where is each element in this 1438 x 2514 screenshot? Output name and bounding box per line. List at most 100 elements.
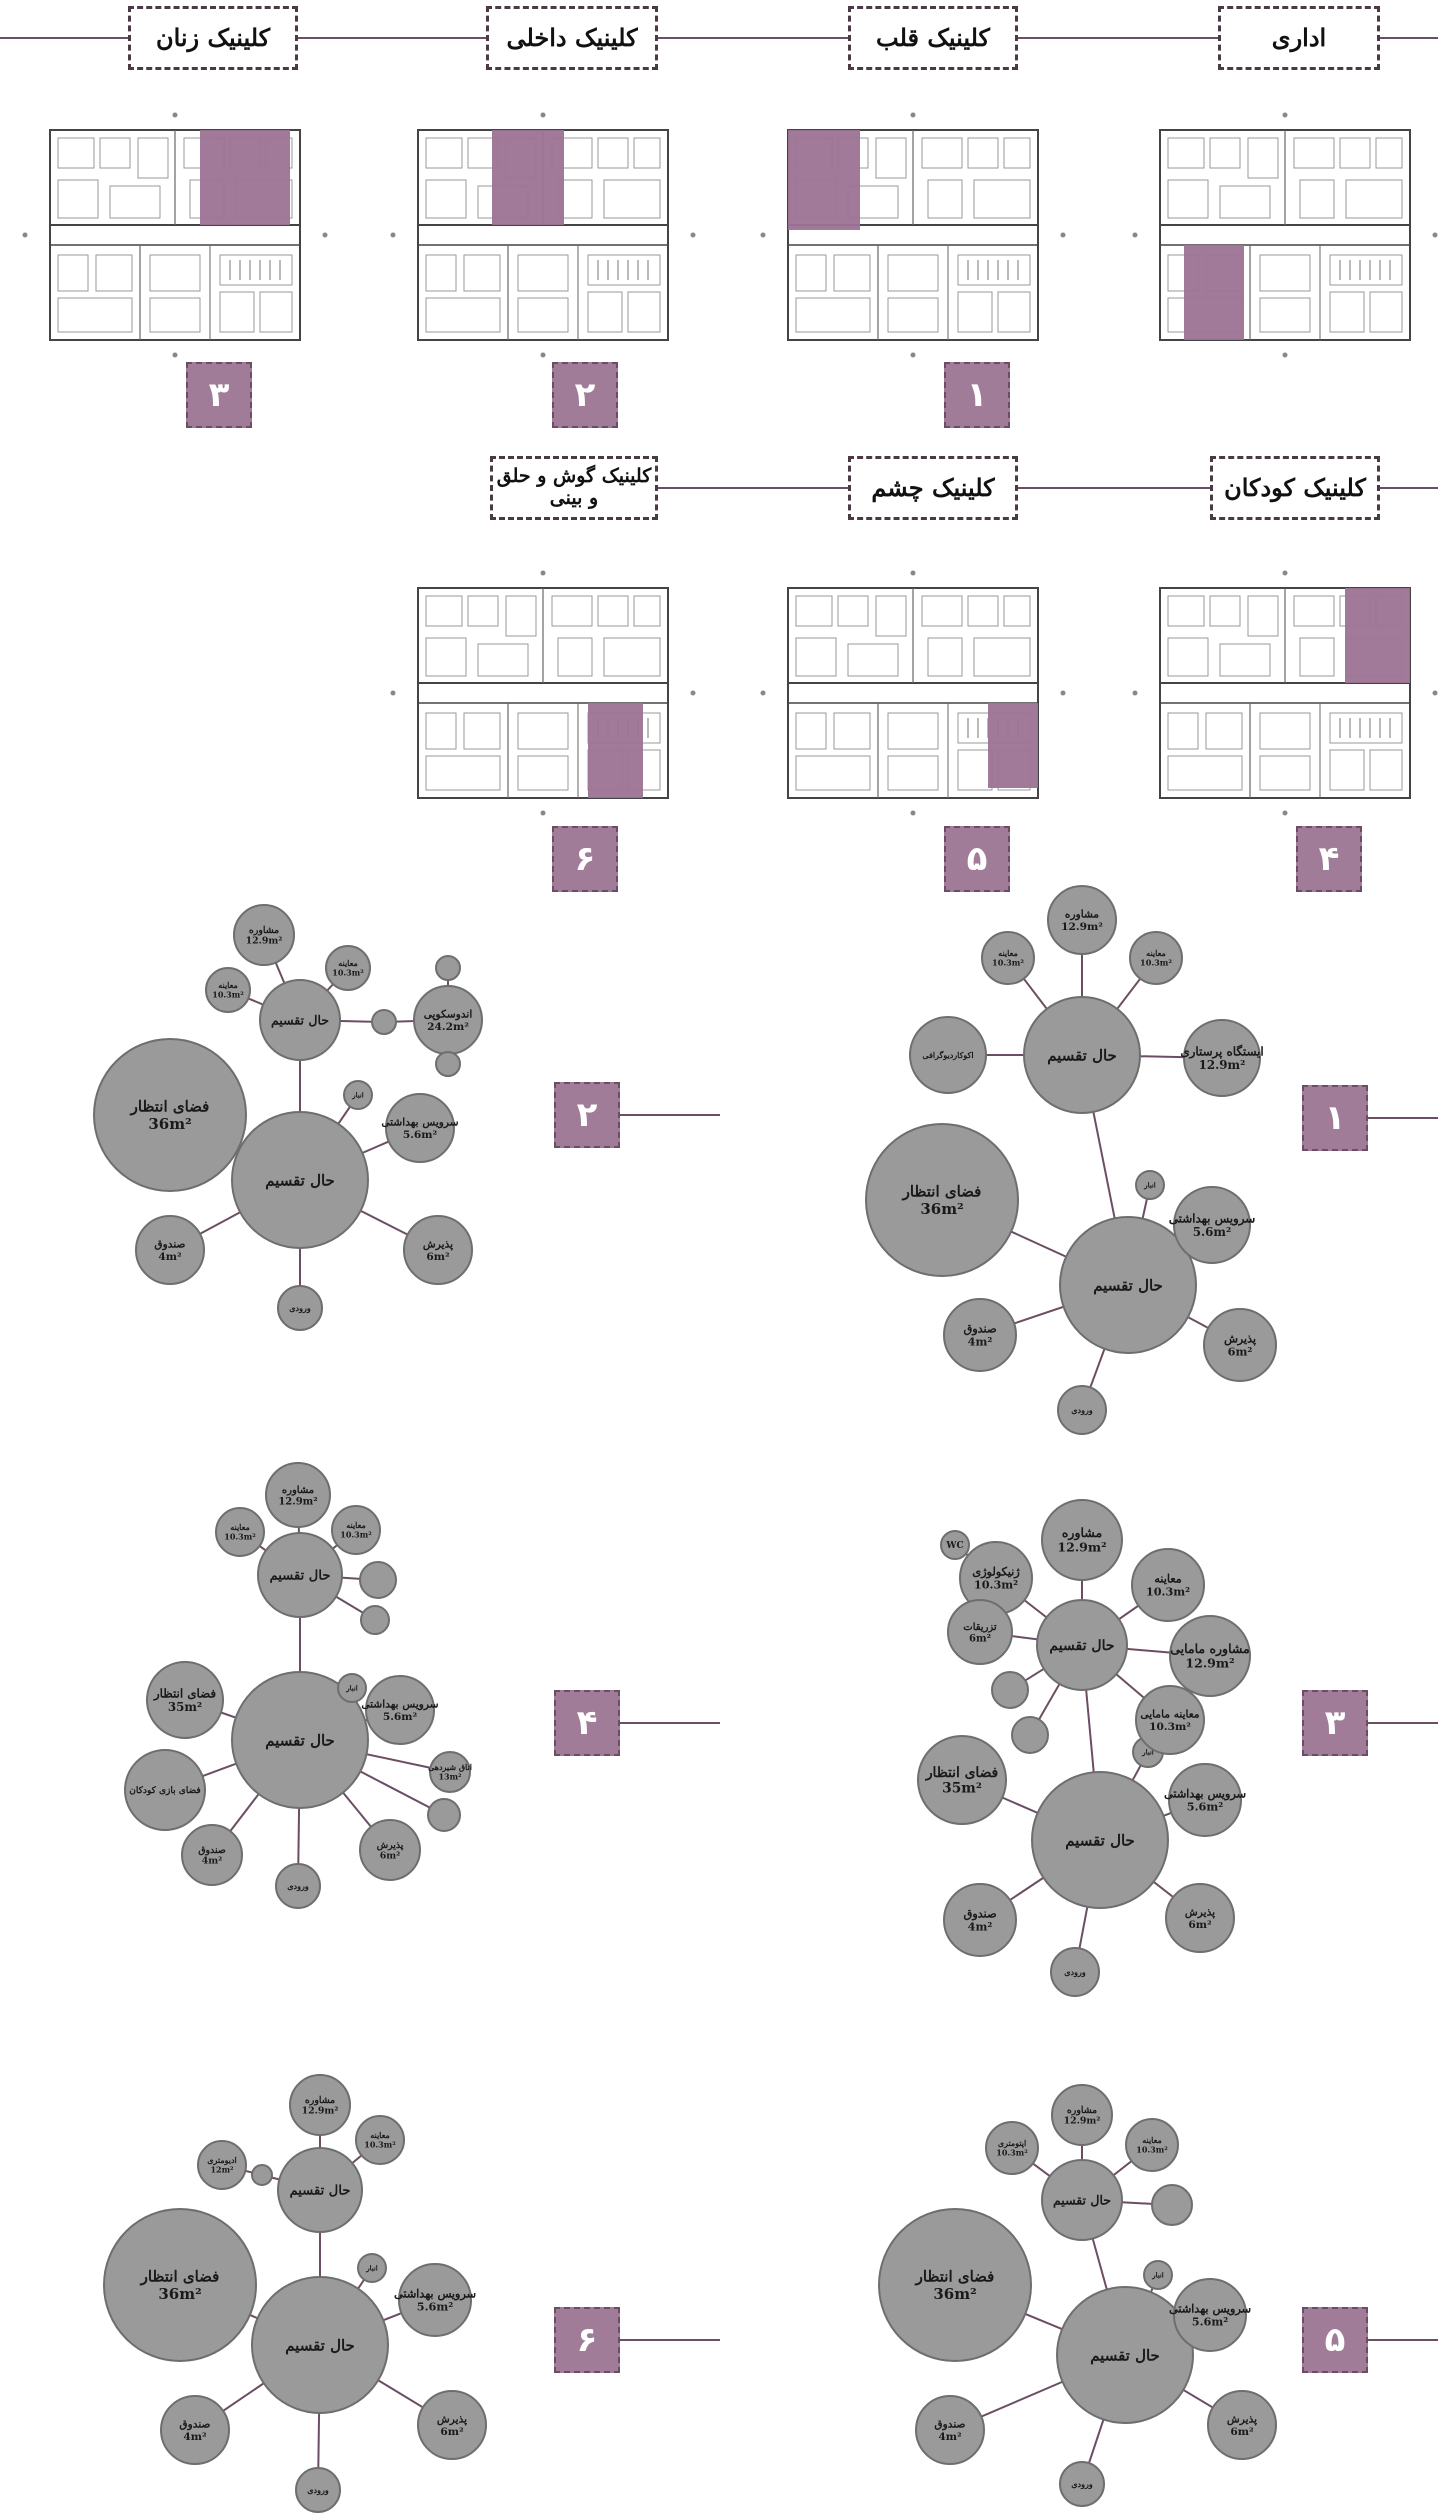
bubble-node	[1173, 1186, 1251, 1264]
bubble-node	[385, 1093, 455, 1163]
bubble-label: 10.3m²	[996, 2147, 1028, 2157]
bubble-number-5: ۵	[1302, 2307, 1368, 2373]
bubble-node	[947, 1599, 1013, 1665]
label-cardiology: کلینیک قلب	[848, 6, 1018, 70]
highlight-zone	[492, 130, 564, 225]
bubble-node	[325, 945, 371, 991]
bubble-label: 12.9m²	[1061, 920, 1103, 933]
bubble-number-3: ۳	[1302, 1690, 1368, 1756]
bubble-label: حال تقسیم	[265, 1171, 335, 1189]
bubble-label: 12.9m²	[1185, 1656, 1234, 1671]
bubble-label: پذیرش	[377, 1840, 404, 1851]
bubble-node	[231, 1671, 369, 1809]
bubble-label: حال تقسیم	[270, 1569, 331, 1584]
highlight-zone	[200, 130, 290, 225]
plan-cardiology	[759, 111, 1067, 359]
bubble-node	[103, 2208, 257, 2362]
bubble-label: معاینه	[230, 1522, 250, 1532]
bubble-label: حال تقسیم	[290, 2184, 351, 2199]
bubble-label: سرویس بهداشتی	[1169, 2301, 1251, 2315]
bubble-label: 5.6m²	[1187, 1799, 1223, 1813]
bubble-node	[915, 2395, 985, 2465]
bubble-node	[259, 979, 341, 1061]
bubble-label: انبار	[351, 1090, 364, 1099]
bubble-node	[1143, 2260, 1173, 2290]
bubble-node	[295, 2467, 341, 2513]
bubble-node	[985, 2121, 1039, 2175]
highlight-zone	[988, 703, 1038, 788]
bubble-label: 12.9m²	[1199, 1058, 1246, 1072]
bubble-label: ورودی	[287, 1881, 309, 1892]
bubble-label: معاینه	[346, 1520, 366, 1530]
highlight-zone	[588, 703, 643, 798]
bubble-label: 10.3m²	[364, 2139, 396, 2149]
label-children: کلینیک کودکان	[1210, 456, 1380, 520]
bubble-label: معاینه مامایی	[1140, 1708, 1200, 1721]
bubble-node	[1207, 2390, 1277, 2460]
bubble-label: 6m²	[1230, 2425, 1254, 2438]
bubble-node	[331, 1505, 381, 1555]
bubble-label: 5.6m²	[1192, 2314, 1228, 2328]
bubble-label: فضای انتظار	[130, 1098, 210, 1116]
bubble-label: 5.6m²	[383, 1710, 418, 1723]
bubble-label: 10.3m²	[992, 958, 1024, 968]
bubble-node	[1031, 1771, 1169, 1909]
clinic-number-5: ۵	[944, 826, 1010, 892]
bubble-node	[277, 2147, 363, 2233]
bubble-label: سرویس بهداشتی	[1164, 1786, 1246, 1800]
bubble-node	[251, 2276, 389, 2414]
bubble-node	[1047, 885, 1117, 955]
bubble-label: 12.9m²	[1064, 2116, 1101, 2127]
bubble-node	[435, 1051, 461, 1077]
bubble-node	[1041, 1499, 1123, 1581]
bubble-label: 6m²	[426, 1250, 450, 1263]
bubble-node	[398, 2263, 472, 2337]
bubble-label: 36m²	[158, 2285, 201, 2303]
bubble-label: ورودی	[289, 1303, 311, 1314]
bubble-label: 4m²	[968, 1919, 993, 1933]
bubble-label: مشاوره	[1062, 1525, 1103, 1541]
bubble-node	[124, 1749, 206, 1831]
bubble-label: 6m²	[1228, 1344, 1253, 1358]
bubble-label: انبار	[1143, 1180, 1156, 1189]
bubble-label: پذیرش	[437, 2413, 467, 2426]
bubble-node	[1059, 2461, 1105, 2507]
bubble-label: 4m²	[158, 1250, 182, 1263]
bubble-label: انبار	[1141, 1747, 1154, 1756]
bubble-node	[1169, 1615, 1251, 1697]
bubble-label: انبار	[345, 1683, 358, 1692]
bubble-node	[275, 1863, 321, 1909]
bubble-label: 4m²	[183, 2430, 207, 2443]
bubble-label: پذیرش	[1227, 2413, 1257, 2426]
bubble-label: 10.3m²	[1136, 2144, 1168, 2154]
bubble-node	[1151, 2184, 1193, 2226]
bubble-label: حال تقسیم	[1053, 2192, 1111, 2208]
clinic-number-3: ۳	[186, 362, 252, 428]
bubble-label: حال تقسیم	[1090, 2346, 1160, 2364]
bubble-label: 35m²	[168, 1700, 202, 1714]
bubble-node	[917, 1735, 1007, 1825]
highlight-zone	[788, 130, 860, 230]
bubble-number-4: ۴	[554, 1690, 620, 1756]
bubble-label: 13m²	[438, 1771, 462, 1781]
label-internal: کلینیک داخلی	[486, 6, 658, 70]
bubble-label: حال تقسیم	[1047, 1046, 1117, 1064]
bubble-label: حال تقسیم	[1049, 1638, 1114, 1654]
bubble-node	[93, 1038, 247, 1192]
bubble-node	[1168, 1763, 1242, 1837]
bubble-label: 4m²	[968, 1334, 993, 1348]
bubble-label: اکوکاردیوگرافی	[922, 1050, 973, 1061]
bubble-node	[1057, 1385, 1107, 1435]
bubble-node	[265, 1462, 331, 1528]
bubble-label: 6m²	[440, 2425, 464, 2438]
bubble-label: پذیرش	[1224, 1331, 1256, 1345]
bubble-label: مشاوره	[305, 2095, 335, 2106]
bubble-label: 36m²	[920, 1200, 963, 1218]
bubble-node	[1036, 1599, 1128, 1691]
bubble-label: 6m²	[1188, 1918, 1212, 1931]
bubble-label: مشاوره	[282, 1485, 314, 1496]
